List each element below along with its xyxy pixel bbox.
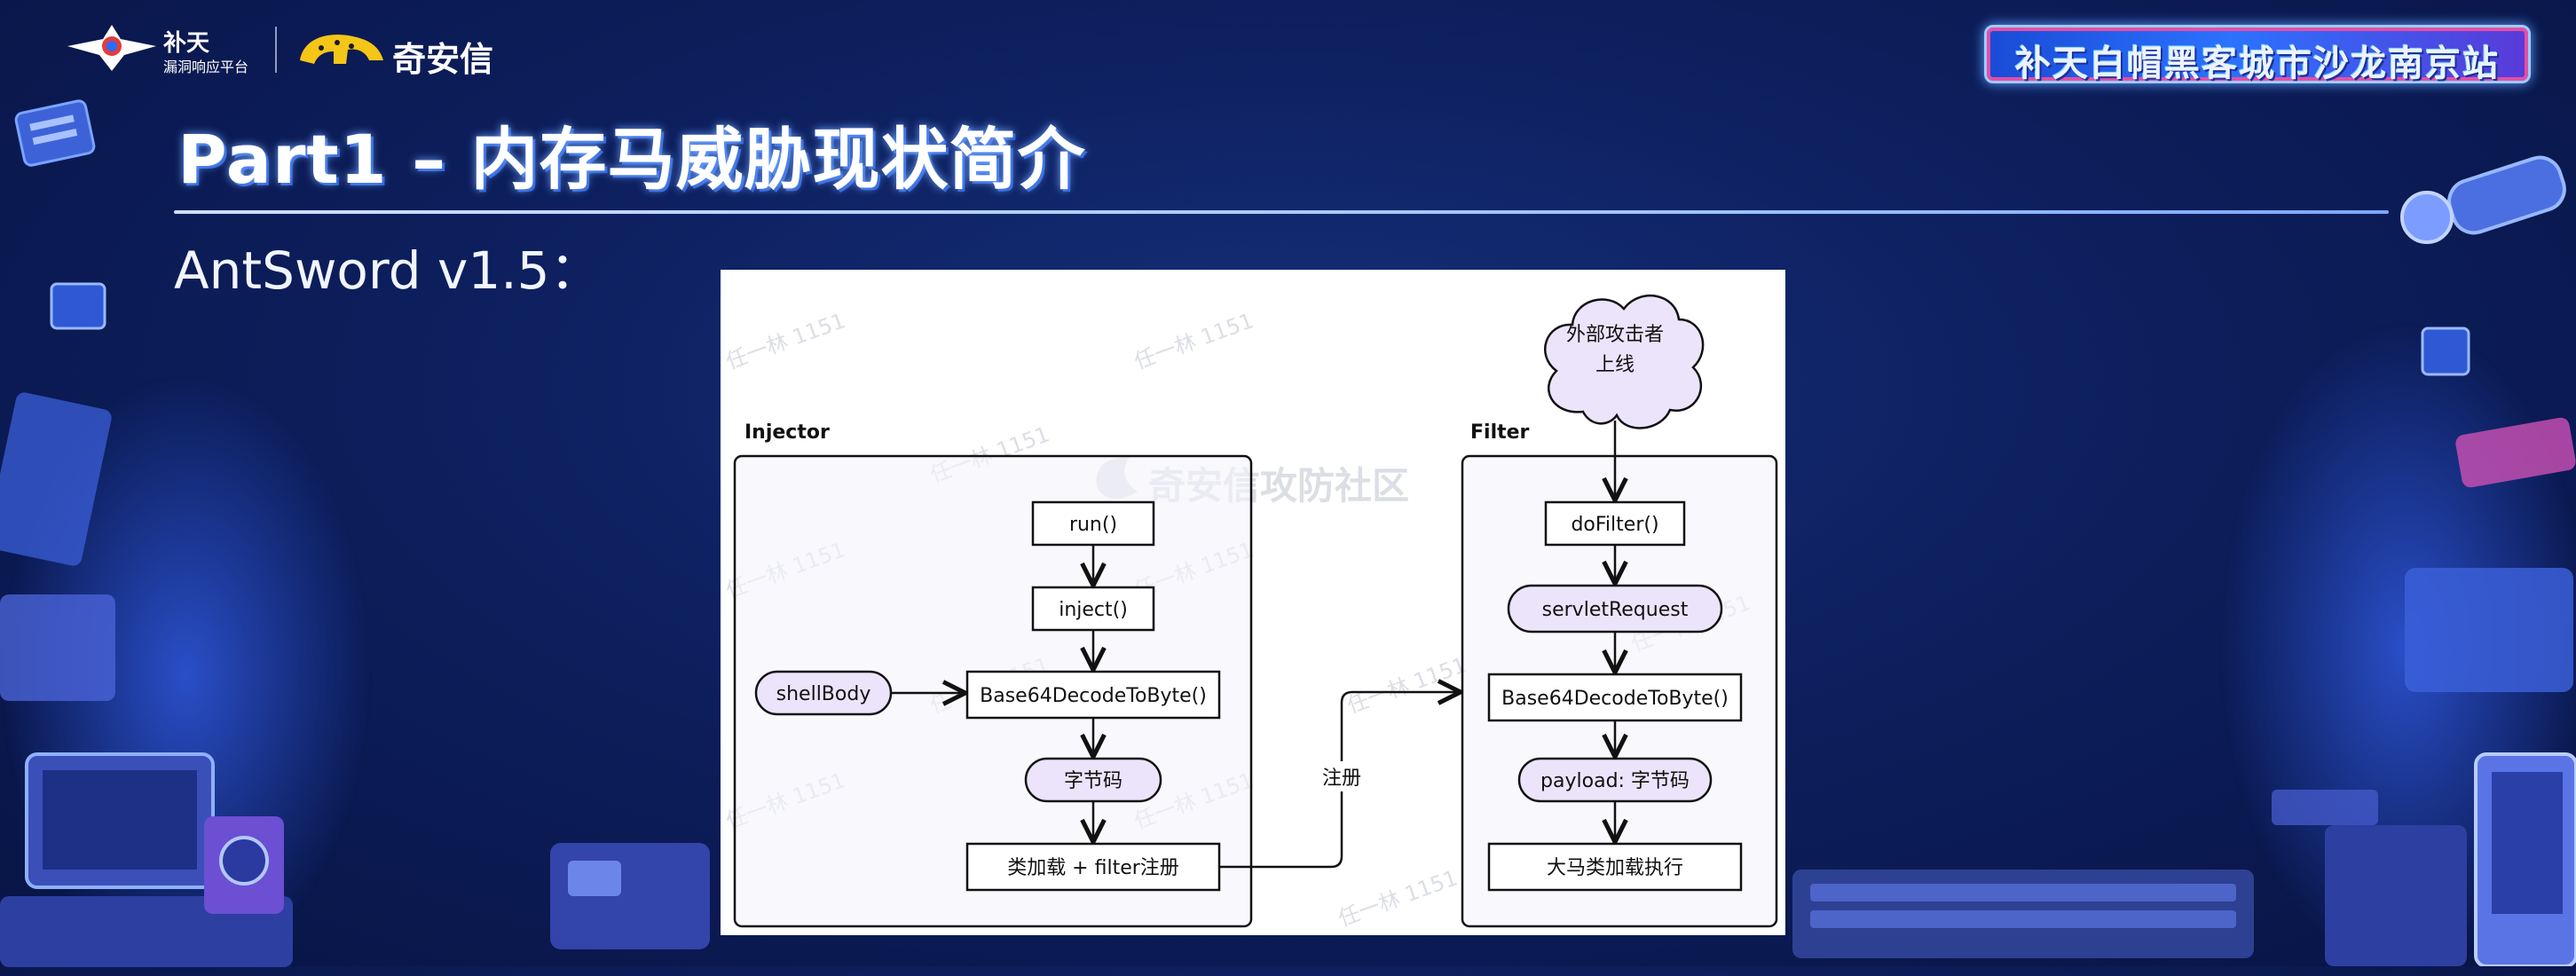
inject-node-label: inject() bbox=[1059, 599, 1128, 621]
b64-decode-right-label: Base64DecodeToByte() bbox=[1501, 688, 1729, 710]
attacker-cloud-label-line1: 外部攻击者 bbox=[1566, 324, 1664, 346]
attacker-cloud-node bbox=[1544, 295, 1705, 429]
title-divider bbox=[174, 210, 2389, 214]
qianxin-leopard-icon bbox=[300, 35, 383, 64]
payload-node-label: payload: 字节码 bbox=[1540, 770, 1690, 792]
run-node bbox=[1031, 500, 1155, 547]
edge-register-label-bg bbox=[1317, 761, 1367, 791]
slide-header: 补天 漏洞响应平台 奇安信 补天白帽黑客城市沙龙南京站 bbox=[0, 0, 2576, 106]
flow-diagram: 任一林 1151 任一林 1151 任一林 1151 任一林 1151 任一林 … bbox=[721, 270, 1785, 935]
flow-diagram-canvas: 任一林 1151 任一林 1151 任一林 1151 任一林 1151 任一林 … bbox=[722, 295, 1778, 932]
left-illustration bbox=[0, 99, 293, 967]
servletrequest-node-label: servletRequest bbox=[1542, 599, 1689, 621]
slide-subtitle: AntSword v1.5： bbox=[174, 240, 602, 301]
attacker-cloud-label-line2: 上线 bbox=[1595, 354, 1635, 376]
butian-logo-name: 补天 bbox=[163, 30, 210, 57]
bottom-right-keyboard bbox=[1792, 870, 2254, 958]
watermark-user: 任一林 1151 bbox=[722, 308, 848, 374]
run-node-label: run() bbox=[1069, 514, 1117, 536]
classload-register-label: 类加载 + filter注册 bbox=[1007, 857, 1179, 879]
exec-node-label: 大马类加载执行 bbox=[1547, 857, 1683, 879]
shellbody-node-label: shellBody bbox=[776, 683, 871, 705]
watermark-user: 任一林 1151 bbox=[1335, 865, 1461, 931]
watermark-user: 任一林 1151 bbox=[1343, 652, 1469, 718]
butian-logo-tagline: 漏洞响应平台 bbox=[163, 59, 249, 75]
qianxin-logo: 奇安信 bbox=[295, 21, 508, 79]
injector-group-label: Injector bbox=[744, 421, 830, 444]
event-banner-text: 补天白帽黑客城市沙龙南京站 bbox=[2015, 43, 2500, 84]
qianxin-logo-name: 奇安信 bbox=[392, 40, 494, 79]
slide-title: Part1 – 内存马威胁现状简介 bbox=[177, 120, 1086, 199]
bytecode-left-label: 字节码 bbox=[1064, 770, 1123, 792]
logo-divider bbox=[275, 27, 277, 73]
dofilter-node-label: doFilter() bbox=[1571, 514, 1658, 536]
b64-decode-left-label: Base64DecodeToByte() bbox=[980, 685, 1207, 707]
event-banner: 补天白帽黑客城市沙龙南京站 bbox=[1984, 25, 2531, 84]
watermark-user: 任一林 1151 bbox=[1130, 308, 1256, 374]
butian-star-icon bbox=[67, 25, 156, 71]
bottom-left-devices bbox=[550, 843, 710, 949]
butian-logo: 补天 漏洞响应平台 bbox=[64, 20, 268, 76]
edge-register-label: 注册 bbox=[1322, 767, 1361, 790]
filter-group-label: Filter bbox=[1470, 421, 1530, 444]
right-illustration bbox=[2272, 155, 2576, 966]
